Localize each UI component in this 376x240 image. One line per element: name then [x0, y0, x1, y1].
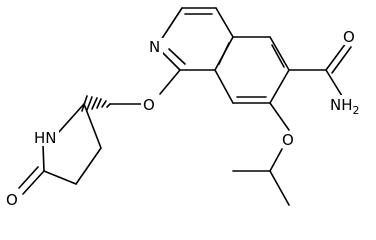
bond — [215, 7, 234, 38]
lactam-nh-label: HN — [34, 129, 57, 147]
bond — [83, 103, 102, 149]
bond — [331, 46, 352, 74]
bond — [160, 50, 181, 71]
bond — [269, 69, 290, 104]
hashed-wedge-bond — [81, 95, 111, 112]
structure-diagram: N O O NH2 O HN O — [6, 7, 360, 209]
bond — [57, 103, 85, 134]
bond — [269, 170, 290, 206]
bond — [160, 7, 183, 41]
bond — [42, 144, 45, 172]
ether-oxygen-label: O — [143, 96, 155, 114]
molecule-canvas: N O O NH2 O HN O — [6, 7, 360, 209]
bond — [325, 69, 343, 97]
bond — [214, 69, 234, 104]
amide-nh-text: NH — [330, 96, 353, 114]
bond — [325, 42, 347, 71]
bond — [22, 170, 45, 195]
bond — [43, 170, 77, 185]
bond — [159, 69, 181, 95]
lactam-carbonyl-oxygen-label: O — [6, 191, 18, 209]
bond — [18, 166, 39, 189]
bond — [75, 147, 102, 185]
ring-nitrogen-label: N — [149, 38, 160, 56]
amide-subscript: 2 — [353, 104, 360, 117]
bond — [271, 44, 285, 68]
bond — [168, 48, 186, 65]
amide-carbonyl-oxygen-label: O — [343, 28, 355, 46]
amide-nitrogen-label: NH2 — [330, 96, 360, 117]
isopropoxy-oxygen-label: O — [282, 131, 294, 149]
bond — [269, 148, 283, 172]
bond — [218, 42, 230, 65]
bond — [269, 36, 290, 71]
bond — [269, 102, 290, 131]
